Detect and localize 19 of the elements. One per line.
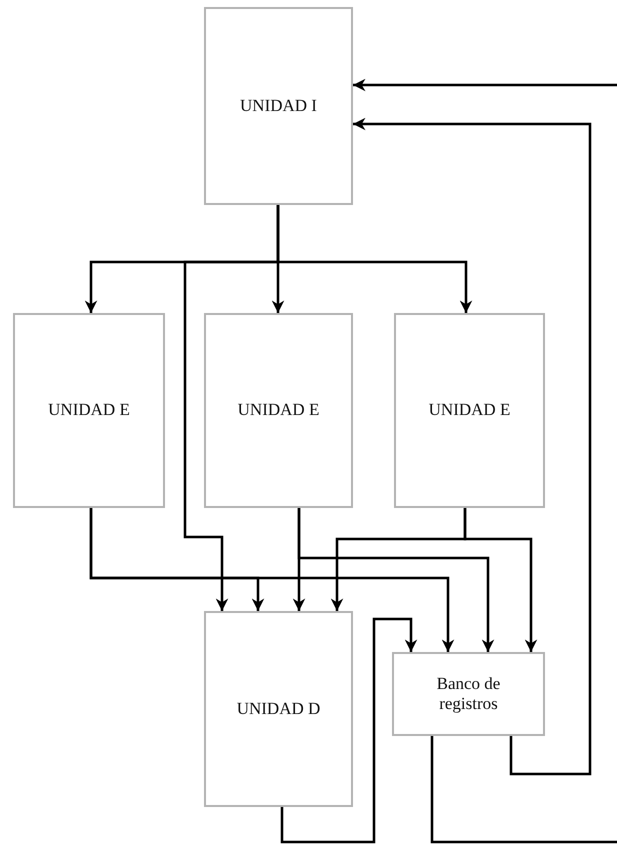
arrow: [298, 508, 494, 652]
unit-box: [13, 313, 165, 508]
box-label: Banco de registros: [436, 674, 502, 714]
unit-box: [204, 7, 353, 205]
arrow: [90, 508, 454, 652]
box-label: UNIDAD E: [428, 400, 510, 421]
arrow: [280, 618, 418, 844]
unit-box: [204, 313, 353, 508]
box-label: UNIDAD I: [240, 96, 317, 116]
arrow: [353, 118, 592, 776]
box-label: UNIDAD E: [48, 400, 130, 421]
box-label: UNIDAD D: [236, 698, 320, 720]
arrow: [353, 78, 617, 92]
unit-box: [204, 611, 353, 807]
arrow: [184, 205, 280, 611]
box-label: UNIDAD E: [238, 400, 320, 421]
unit-box: [394, 313, 545, 508]
arrow: [464, 508, 538, 652]
unit-box: [392, 652, 545, 736]
